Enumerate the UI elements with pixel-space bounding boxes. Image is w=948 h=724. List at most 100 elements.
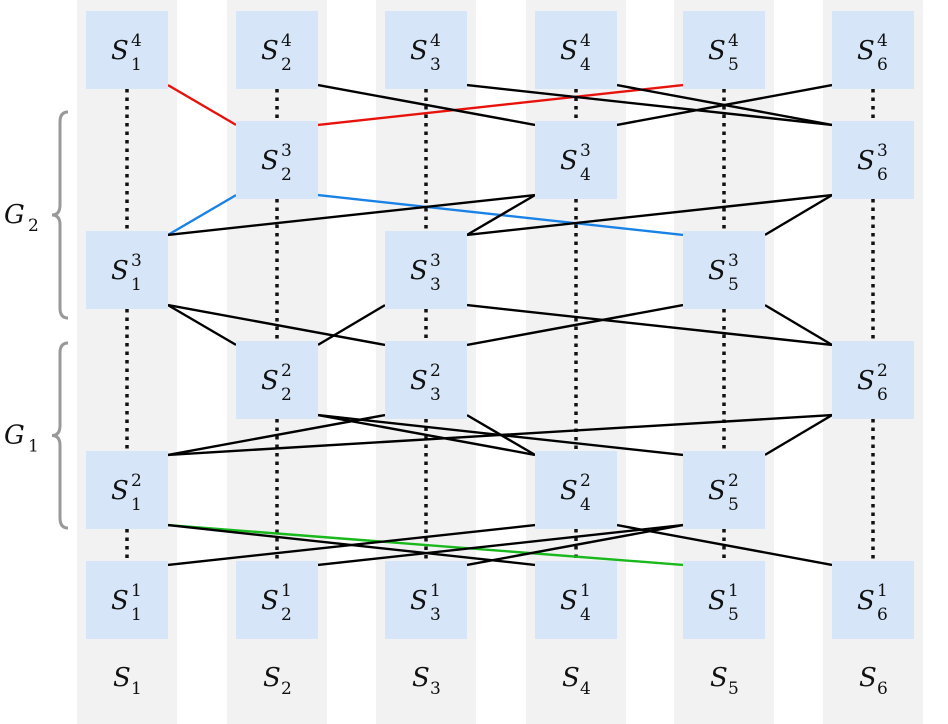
node-box (385, 11, 467, 89)
node-label: S (410, 366, 428, 396)
node-label: S (111, 476, 129, 506)
node-label: S (261, 586, 279, 616)
node-superscript: 1 (281, 581, 292, 601)
edge-S4-2-S6-1 (616, 523, 833, 567)
column-label-sub: 5 (728, 679, 739, 699)
node-label: S (560, 586, 578, 616)
node-subscript: 2 (281, 385, 292, 405)
node-subscript: 4 (580, 55, 591, 75)
edge-S5-2-S6-2 (764, 414, 833, 456)
node-box (236, 341, 318, 419)
node-box (535, 451, 617, 529)
node-subscript: 1 (131, 495, 142, 515)
column-label-sub: 4 (580, 679, 591, 699)
group-bracket (51, 341, 69, 530)
group-label-name: G (4, 421, 25, 451)
node-superscript: 1 (430, 581, 441, 601)
node-subscript: 5 (728, 55, 739, 75)
edge-S2-4-S4-3 (317, 83, 536, 127)
node-box (236, 11, 318, 89)
node-subscript: 6 (877, 165, 888, 185)
node-label: S (857, 366, 875, 396)
node-superscript: 4 (430, 31, 441, 51)
node-label: S (111, 586, 129, 616)
group-bracket (51, 110, 69, 320)
node-superscript: 1 (728, 581, 739, 601)
group-label-name: G (4, 200, 25, 230)
node-box (832, 11, 914, 89)
node-box (832, 121, 914, 199)
node-superscript: 3 (877, 141, 888, 161)
node-box (535, 561, 617, 639)
edges (167, 83, 833, 567)
node-subscript: 5 (728, 605, 739, 625)
edge-S2-2-S3-3 (317, 304, 386, 346)
node-box (683, 451, 765, 529)
edge-S1-3-S2-2 (167, 304, 237, 346)
node-subscript: 3 (430, 275, 441, 295)
edge-S3-3-S6-3 (466, 193, 833, 237)
edge-S3-4-S6-3 (466, 83, 833, 127)
node-superscript: 3 (430, 251, 441, 271)
node-superscript: 2 (281, 361, 292, 381)
node-subscript: 4 (580, 165, 591, 185)
column-label-sub: 1 (131, 679, 142, 699)
node-box (385, 231, 467, 309)
edge-S1-4-S2-3 (167, 84, 237, 126)
column-label-sub: 3 (430, 679, 441, 699)
node-box (683, 11, 765, 89)
column-label-name: S (859, 663, 877, 693)
node-superscript: 2 (580, 471, 591, 491)
edge-S1-1-S4-2 (167, 523, 536, 567)
node-label: S (410, 36, 428, 66)
edge-S6-3-S5-3 (764, 194, 833, 236)
edge-S2-3-S5-4 (317, 83, 684, 127)
node-label: S (857, 146, 875, 176)
node-superscript: 4 (728, 31, 739, 51)
node-label: S (708, 476, 726, 506)
node-box (236, 121, 318, 199)
column-label-name: S (113, 663, 131, 693)
node-label: S (857, 36, 875, 66)
node-superscript: 3 (728, 251, 739, 271)
node-label: S (261, 146, 279, 176)
node-superscript: 2 (877, 361, 888, 381)
node-label: S (111, 256, 129, 286)
node-box (385, 561, 467, 639)
node-subscript: 4 (580, 495, 591, 515)
node-superscript: 3 (131, 251, 142, 271)
node-superscript: 2 (131, 471, 142, 491)
column-label-sub: 6 (877, 679, 888, 699)
column-label-name: S (710, 663, 728, 693)
column-label-name: S (562, 663, 580, 693)
group-label-sub: 1 (28, 437, 39, 457)
node-box (236, 561, 318, 639)
node-subscript: 6 (877, 55, 888, 75)
node-subscript: 6 (877, 385, 888, 405)
edge-S1-3-S2-3 (167, 194, 237, 236)
node-box (86, 231, 168, 309)
node-label: S (111, 36, 129, 66)
node-label: S (708, 36, 726, 66)
node-superscript: 3 (281, 141, 292, 161)
edge-S3-3-S4-3 (466, 194, 536, 236)
